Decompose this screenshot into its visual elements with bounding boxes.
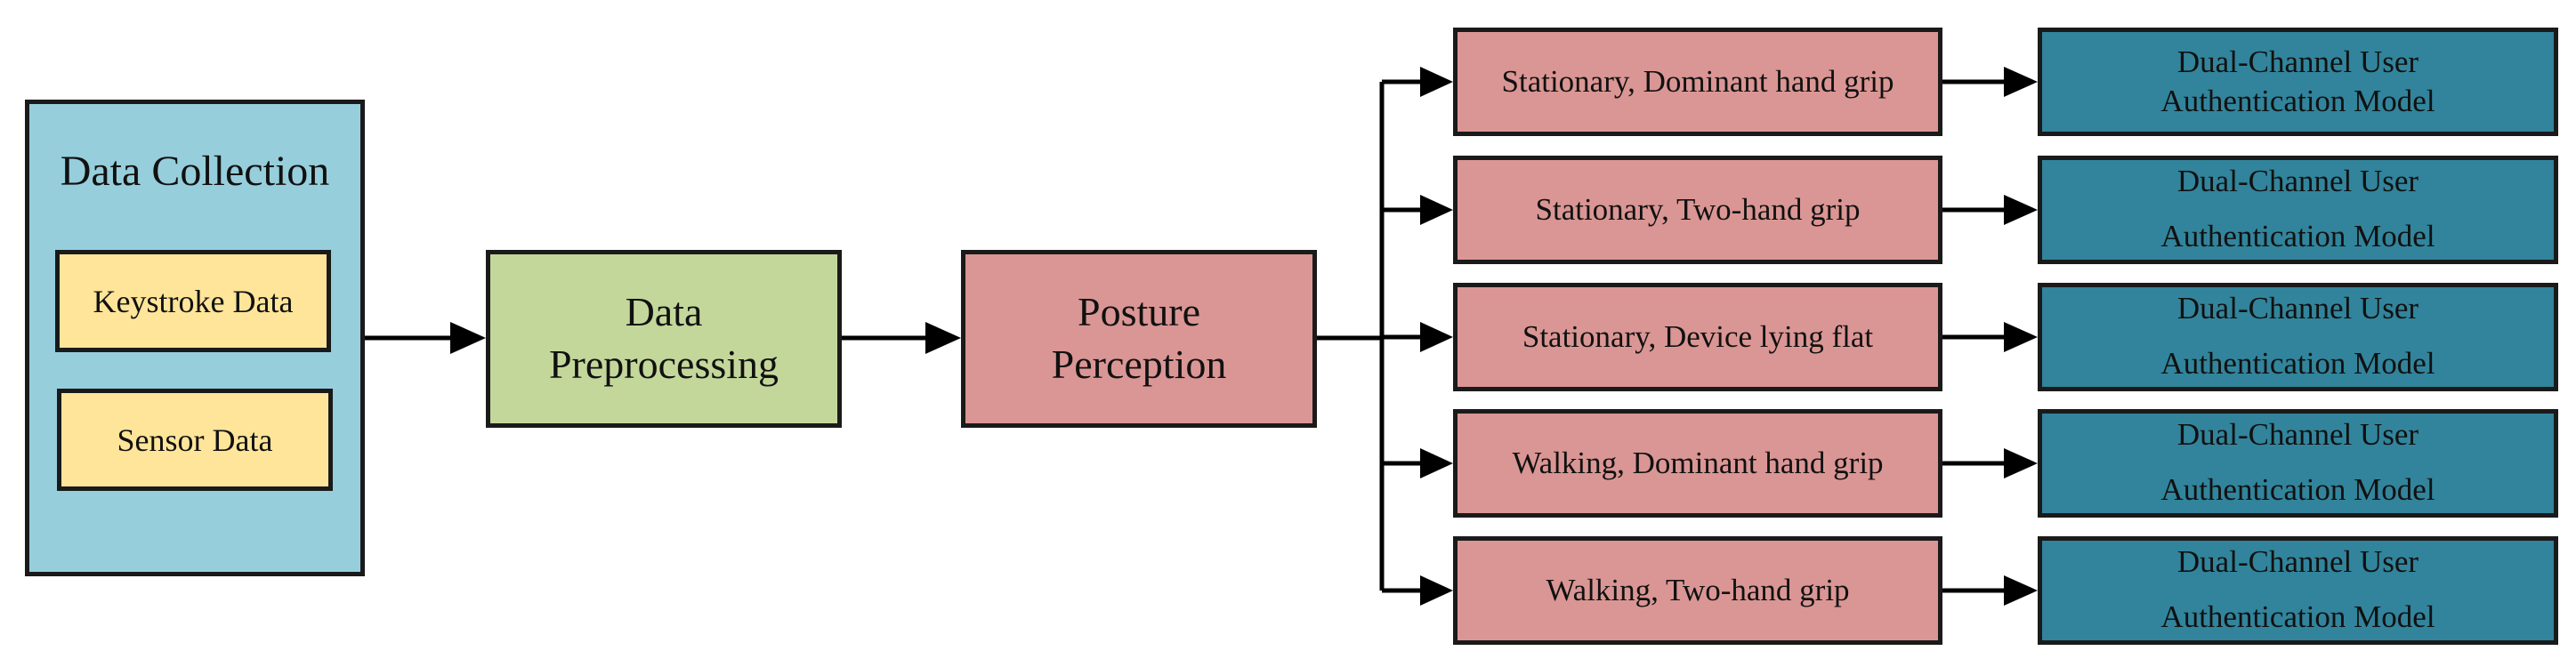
auth-arrowhead bbox=[2004, 575, 2038, 606]
preprocessing-line-2: Preprocessing bbox=[548, 342, 779, 387]
sensor-data-label: Sensor Data bbox=[117, 422, 273, 458]
auth-arrowhead bbox=[2004, 322, 2038, 352]
data-preprocessing-box: Data Preprocessing bbox=[486, 250, 842, 428]
auth-model-box-4: Dual-Channel User Authentication Model bbox=[2038, 409, 2558, 518]
condition-box-walking-dominant: Walking, Dominant hand grip bbox=[1453, 409, 1942, 518]
auth-arrowhead bbox=[2004, 195, 2038, 225]
condition-arrowhead bbox=[1420, 322, 1453, 352]
condition-box-stationary-dominant: Stationary, Dominant hand grip bbox=[1453, 28, 1942, 136]
posture-perception-box: Posture Perception bbox=[961, 250, 1317, 428]
auth-model-line-1: Dual-Channel User bbox=[2176, 164, 2419, 198]
condition-box-walking-two-hand: Walking, Two-hand grip bbox=[1453, 536, 1942, 645]
condition-label: Walking, Two-hand grip bbox=[1546, 573, 1850, 607]
auth-arrowhead bbox=[2004, 448, 2038, 478]
auth-model-line-1: Dual-Channel User bbox=[2176, 44, 2419, 80]
auth-model-line-2: Authentication Model bbox=[2160, 219, 2435, 254]
condition-box-stationary-two-hand: Stationary, Two-hand grip bbox=[1453, 156, 1942, 264]
auth-model-line-2: Authentication Model bbox=[2160, 599, 2435, 635]
condition-label: Stationary, Two-hand grip bbox=[1535, 192, 1861, 227]
data-collection-title: Data Collection bbox=[60, 148, 330, 195]
condition-label: Stationary, Dominant hand grip bbox=[1501, 64, 1894, 99]
auth-model-line-1: Dual-Channel User bbox=[2176, 291, 2419, 325]
auth-model-box-2: Dual-Channel User Authentication Model bbox=[2038, 156, 2558, 264]
auth-model-box-5: Dual-Channel User Authentication Model bbox=[2038, 536, 2558, 645]
condition-arrowhead bbox=[1420, 67, 1453, 97]
condition-box-stationary-flat: Stationary, Device lying flat bbox=[1453, 283, 1942, 391]
posture-line-1: Posture bbox=[1078, 289, 1200, 335]
arrowhead-posture bbox=[925, 322, 961, 354]
condition-label: Walking, Dominant hand grip bbox=[1512, 446, 1884, 480]
auth-model-box-1: Dual-Channel User Authentication Model bbox=[2038, 28, 2558, 136]
auth-model-line-2: Authentication Model bbox=[2160, 472, 2435, 508]
auth-model-line-2: Authentication Model bbox=[2160, 84, 2435, 118]
auth-model-line-1: Dual-Channel User bbox=[2176, 417, 2419, 452]
condition-arrowhead bbox=[1420, 448, 1453, 478]
condition-arrowhead bbox=[1420, 575, 1453, 606]
auth-model-box-3: Dual-Channel User Authentication Model bbox=[2038, 283, 2558, 391]
keystroke-data-label: Keystroke Data bbox=[93, 283, 294, 319]
condition-arrowhead bbox=[1420, 195, 1453, 225]
auth-arrowhead bbox=[2004, 67, 2038, 97]
auth-model-line-1: Dual-Channel User bbox=[2176, 544, 2419, 579]
posture-line-2: Perception bbox=[1051, 342, 1227, 387]
arrowhead-preprocessing bbox=[450, 322, 486, 354]
auth-model-line-2: Authentication Model bbox=[2160, 346, 2435, 382]
condition-label: Stationary, Device lying flat bbox=[1522, 319, 1874, 354]
preprocessing-line-1: Data bbox=[625, 289, 703, 335]
sensor-data-box: Sensor Data bbox=[57, 389, 333, 491]
keystroke-data-box: Keystroke Data bbox=[55, 250, 331, 352]
